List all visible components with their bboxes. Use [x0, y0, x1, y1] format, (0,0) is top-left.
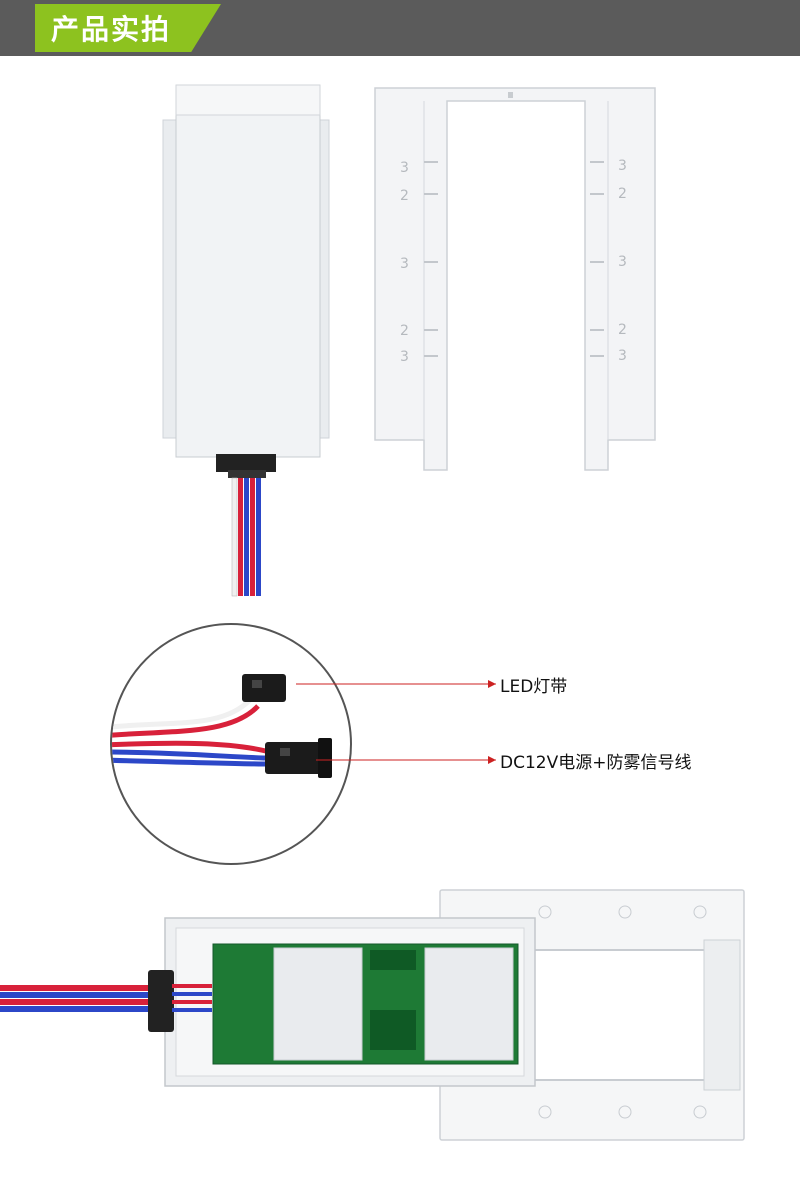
- wire-bundle: [231, 477, 261, 597]
- frame-mark: 3: [400, 256, 409, 272]
- connector-closeup: [110, 623, 496, 865]
- header-bar: 产品实拍: [0, 0, 800, 56]
- frame-mark: 3: [618, 158, 627, 174]
- frame-mark: 2: [618, 322, 627, 338]
- product-photo-pcb: [0, 889, 745, 1141]
- callout-power-signal: DC12V电源+防雾信号线: [500, 753, 692, 773]
- callout-arrows: [296, 680, 496, 764]
- connector-wires: [112, 674, 332, 778]
- frame-mark: 3: [400, 349, 409, 365]
- frame-mark: 2: [618, 186, 627, 202]
- frame-mark: 3: [618, 254, 627, 270]
- product-photo-enclosure: 3 2 3 2 3 3 2 3 2 3: [162, 84, 656, 597]
- frame-mark: 3: [400, 160, 409, 176]
- frame-mark: 3: [618, 348, 627, 364]
- enclosure-box: [162, 84, 330, 478]
- mounting-frame: 3 2 3 2 3 3 2 3 2 3: [374, 87, 656, 471]
- pcb-board: [212, 943, 519, 1065]
- frame-mark: 2: [400, 188, 409, 204]
- cable-entry: [0, 970, 212, 1032]
- power-connector: [265, 738, 332, 778]
- header-tab: 产品实拍: [35, 4, 221, 52]
- led-connector: [242, 674, 286, 702]
- page-title: 产品实拍: [51, 13, 172, 46]
- frame-mark: 2: [400, 323, 409, 339]
- callout-led-strip: LED灯带: [500, 677, 568, 697]
